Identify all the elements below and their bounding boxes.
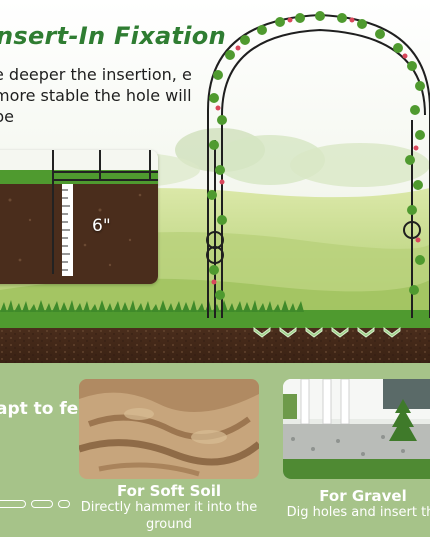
depth-chevrons — [253, 327, 401, 338]
indicator-dot[interactable] — [58, 500, 70, 508]
carousel-indicators — [0, 500, 70, 508]
soft-soil-title: For Soft Soil — [117, 482, 221, 500]
gravel-title: For Gravel — [319, 487, 407, 505]
indicator-dot[interactable] — [0, 500, 26, 508]
soft-soil-description: Directly hammer it into the ground — [80, 500, 258, 532]
page-subtitle: e deeper the insertion, e more stable th… — [0, 65, 192, 126]
page-title: nsert-In Fixation — [0, 22, 226, 50]
gravel-description: Dig holes and insert th — [286, 505, 430, 520]
soft-soil-photo — [79, 379, 259, 479]
vine-flowers — [211, 17, 421, 285]
depth-measurement: 6" — [92, 216, 111, 236]
gravel-photo — [283, 379, 430, 479]
climbing-vines — [207, 11, 425, 300]
ground-types-heading: apt to ferent ounds — [0, 399, 183, 419]
soil-cross-section — [0, 150, 158, 284]
indicator-dot[interactable] — [31, 500, 53, 508]
